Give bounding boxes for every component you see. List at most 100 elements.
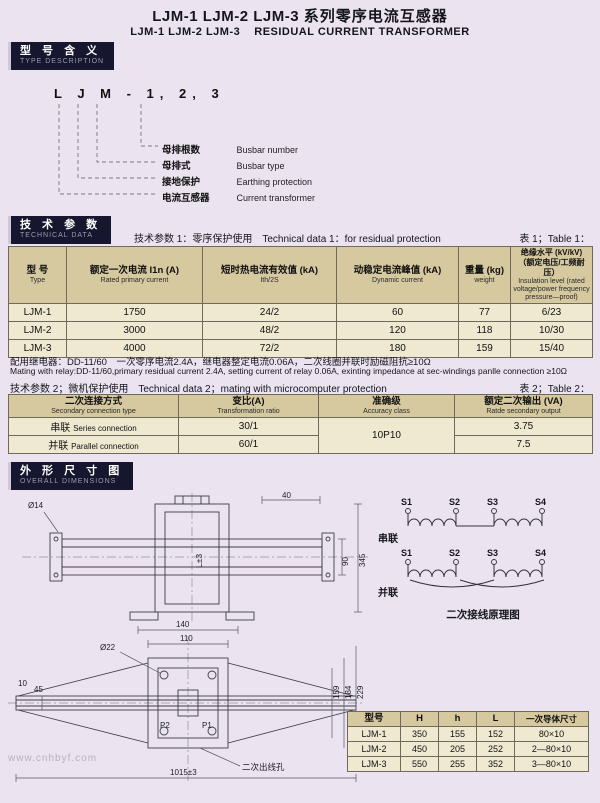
dims-row-ljm2: LJM-2 450 205 252 2—80×10 <box>347 740 589 757</box>
section-badge-type-description: 型 号 含 义 TYPE DESCRIPTION <box>8 42 115 70</box>
section-title-cn: 技 术 参 数 <box>20 219 102 231</box>
cell-rated-current: 3000 <box>66 321 203 341</box>
dims-header-row: 型号 H h L 一次导体尺寸 <box>347 711 589 727</box>
wiring-diagram-caption: 二次接线原理图 <box>446 609 520 621</box>
cell-ratio: 30/1 <box>178 416 319 436</box>
dims-col-L: L <box>476 711 515 727</box>
dimensions-table: 型号 H h L 一次导体尺寸 LJM-1 350 155 152 80×10 … <box>347 711 589 772</box>
cell-dynamic-current: 60 <box>336 303 459 323</box>
model-label-row: 接地保护 Earthing protection <box>162 172 312 188</box>
model-label-en: Earthing protection <box>236 177 312 187</box>
dim-label: 10 <box>18 679 27 688</box>
table1-reference: 表 1；Table 1： <box>519 234 590 245</box>
cell-type: LJM-3 <box>8 339 67 359</box>
table2-col-ratio: 变比(A)Transformation ratio <box>178 394 319 418</box>
dims-row-ljm1: LJM-1 350 155 152 80×10 <box>347 725 589 742</box>
section-title-en: OVERALL DIMENSIONS <box>20 478 117 486</box>
table1-row-ljm2: LJM-2 3000 48/2 120 118 10/30 <box>8 321 593 341</box>
cell-thermal-current: 72/2 <box>202 339 337 359</box>
dims-col-conductor: 一次导体尺寸 <box>514 711 589 727</box>
cell-output: 7.5 <box>454 434 593 454</box>
cell-output: 3.75 <box>454 416 593 436</box>
section-badge-technical-data: 技 术 参 数 TECHNICAL DATA <box>8 216 112 244</box>
cell-thermal-current: 24/2 <box>202 303 337 323</box>
dim-label: 90 <box>341 557 350 566</box>
model-label-row: 母排式 Busbar type <box>162 156 285 172</box>
cell-weight: 159 <box>458 339 511 359</box>
watermark: www.cnhbyf.com <box>8 753 98 764</box>
title-chinese: 系列零序电流互感器 <box>303 8 448 25</box>
section-badge-overall-dimensions: 外 形 尺 寸 图 OVERALL DIMENSIONS <box>8 462 134 490</box>
dim-label: 159 <box>332 685 341 699</box>
wiring-diagram: S1 S2 S3 S4 串联 S1 S2 S3 S4 并联 <box>378 497 546 599</box>
table1-col-rated-current: 额定一次电流 I1n (A)Rated primary current <box>66 245 203 305</box>
cell-accuracy: 10P10 <box>318 416 455 454</box>
cell-weight: 118 <box>458 321 511 341</box>
tech2-intro: 技术参数 2；微机保护使用 Technical data 2；mating wi… <box>10 384 387 395</box>
title-model-codes: LJM-1 LJM-2 LJM-3 <box>152 8 300 25</box>
series-connection-label: 串联 <box>378 532 398 545</box>
section-title-cn: 型 号 含 义 <box>20 45 102 57</box>
cell-insulation: 6/23 <box>510 303 593 323</box>
table2-row-parallel: 并联 Parallel connection 60/1 7.5 <box>8 434 593 454</box>
dim-label: 184 <box>344 685 353 699</box>
cell-thermal-current: 48/2 <box>202 321 337 341</box>
dim-label: L±3 <box>194 554 204 568</box>
model-label-en: Current transformer <box>236 193 315 203</box>
table1-col-weight: 重量 (kg)weight <box>458 245 511 305</box>
cell-insulation: 15/40 <box>510 339 593 359</box>
dims-col-H: H <box>400 711 439 727</box>
table1-col-dynamic-current: 动稳定电流峰值 (kA)Dynamic current <box>336 245 459 305</box>
cell-weight: 77 <box>458 303 511 323</box>
dim-label: 110 <box>180 634 193 643</box>
model-label-row: 母排根数 Busbar number <box>162 140 298 156</box>
secondary-outlet-label: 二次出线孔 <box>242 762 285 772</box>
cell-dynamic-current: 120 <box>336 321 459 341</box>
terminal-label: S3 <box>487 497 498 507</box>
dim-label: Ø14 <box>28 501 44 510</box>
page-title: LJM-1 LJM-2 LJM-3 系列零序电流互感器 <box>0 5 600 26</box>
table1-col-thermal-current: 短时热电流有效值 (kA)Ith/2S <box>202 245 337 305</box>
section-title-en: TYPE DESCRIPTION <box>20 58 105 66</box>
tech1-intro: 技术参数 1：零序保护使用 Technical data 1：for resid… <box>134 234 441 245</box>
dim-label: 140 <box>176 620 190 629</box>
dims-col-model: 型号 <box>347 711 401 727</box>
cell-type: LJM-1 <box>8 303 67 323</box>
table2-reference: 表 2；Table 2： <box>519 384 590 395</box>
cell-dynamic-current: 180 <box>336 339 459 359</box>
model-connector-lines <box>58 104 158 195</box>
table2-col-output: 额定二次输出 (VA)Ratde secondary output <box>454 394 593 418</box>
section-title-cn: 外 形 尺 寸 图 <box>20 465 124 477</box>
cell-rated-current: 4000 <box>66 339 203 359</box>
cell-connection: 并联 Parallel connection <box>8 434 179 454</box>
terminal-label: S4 <box>535 497 546 507</box>
relay-note-cn: 配用继电器：DD-11/60 一次零序电流2.4A，继电器整定电流0.06A，二… <box>10 357 431 368</box>
dim-label: Ø22 <box>100 643 116 652</box>
terminal-p2-label: P2 <box>160 721 170 730</box>
model-designation-diagram: L J M - 1, 2, 3 母排根数 Busbar number 母排式 B… <box>40 82 380 214</box>
dim-label: 345 <box>358 553 367 567</box>
model-label-en: Busbar type <box>236 161 285 171</box>
front-view-drawing: Ø14 40 L±3 90 345 <box>22 491 368 624</box>
cell-type: LJM-2 <box>8 321 67 341</box>
terminal-label: S2 <box>449 497 460 507</box>
terminal-label: S1 <box>401 548 412 558</box>
table1-col-insulation: 绝缘水平 (kV/kV)（额定电压/工频耐压）Insulation level … <box>510 245 593 305</box>
dim-label: 1015±3 <box>170 768 197 777</box>
cell-ratio: 60/1 <box>178 434 319 454</box>
table2-row-series: 串联 Series connection 30/1 10P10 3.75 <box>8 416 593 454</box>
model-label-cn: 母排式 <box>162 161 191 172</box>
table1-row-ljm3: LJM-3 4000 72/2 180 159 15/40 <box>8 339 593 359</box>
subtitle-model-codes: LJM-1 LJM-2 LJM-3 <box>130 26 241 38</box>
model-label-cn: 接地保护 <box>162 177 201 188</box>
table1-row-ljm1: LJM-1 1750 24/2 60 77 6/23 <box>8 303 593 323</box>
top-view-drawing: Ø22 110 140 10 45 159 184 229 1015±3 P2 … <box>8 620 365 782</box>
cell-insulation: 10/30 <box>510 321 593 341</box>
